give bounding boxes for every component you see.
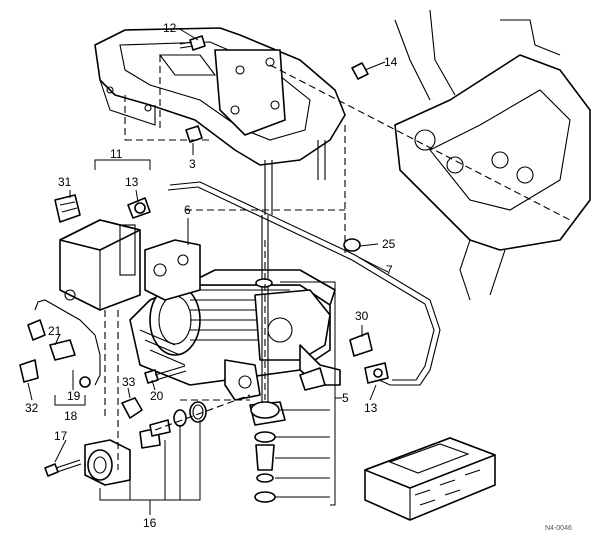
- rubber-mount-stack: [249, 240, 286, 503]
- cap-25: [343, 238, 361, 252]
- callout-13-top: 13: [125, 175, 139, 189]
- callout-14: 14: [384, 55, 398, 69]
- callout-16: 16: [143, 516, 157, 530]
- callout-6: 6: [184, 203, 191, 217]
- callout-18: 18: [64, 409, 78, 423]
- connector-plug: [54, 194, 81, 223]
- compressor-unit: [129, 215, 341, 420]
- callout-20: 20: [150, 389, 164, 403]
- connector-30: [349, 332, 373, 357]
- callout-17: 17: [54, 429, 68, 443]
- callout-3: 3: [189, 157, 196, 171]
- pressure-switch: [127, 197, 151, 219]
- callout-12: 12: [163, 21, 177, 35]
- callout-labels: 12 14 3 11 31 13 6 25 7 30 21 19 18 32 3…: [25, 21, 572, 532]
- bolt: [44, 459, 82, 477]
- valve-assembly: [84, 401, 207, 486]
- callout-30: 30: [355, 309, 369, 323]
- construction-lines: [104, 55, 571, 470]
- pressure-switch-lower: [364, 362, 389, 384]
- sensor: [299, 367, 326, 391]
- callout-7: 7: [386, 263, 393, 277]
- control-unit-ecu: [364, 437, 496, 521]
- mounting-bracket: [94, 27, 346, 215]
- drawing-reference: N4-0046: [545, 525, 572, 532]
- callout-13-bottom: 13: [364, 401, 378, 415]
- vehicle-body-frame: [394, 9, 591, 301]
- callout-21: 21: [48, 324, 62, 338]
- relay-module: [59, 219, 141, 311]
- callout-5: 5: [342, 391, 349, 405]
- callout-25: 25: [382, 237, 396, 251]
- wiring-harness: [19, 299, 101, 388]
- callout-33: 33: [122, 375, 136, 389]
- nut-3: [185, 125, 203, 143]
- bolt-12: [179, 35, 206, 51]
- air-line: [167, 181, 441, 386]
- clip-14: [351, 62, 369, 80]
- leader-lines: [27, 27, 389, 515]
- callout-19: 19: [67, 389, 81, 403]
- bolt-20: [144, 365, 187, 384]
- callout-32: 32: [25, 401, 39, 415]
- callout-31: 31: [58, 175, 72, 189]
- nut-33: [121, 397, 143, 419]
- callout-11: 11: [110, 147, 123, 161]
